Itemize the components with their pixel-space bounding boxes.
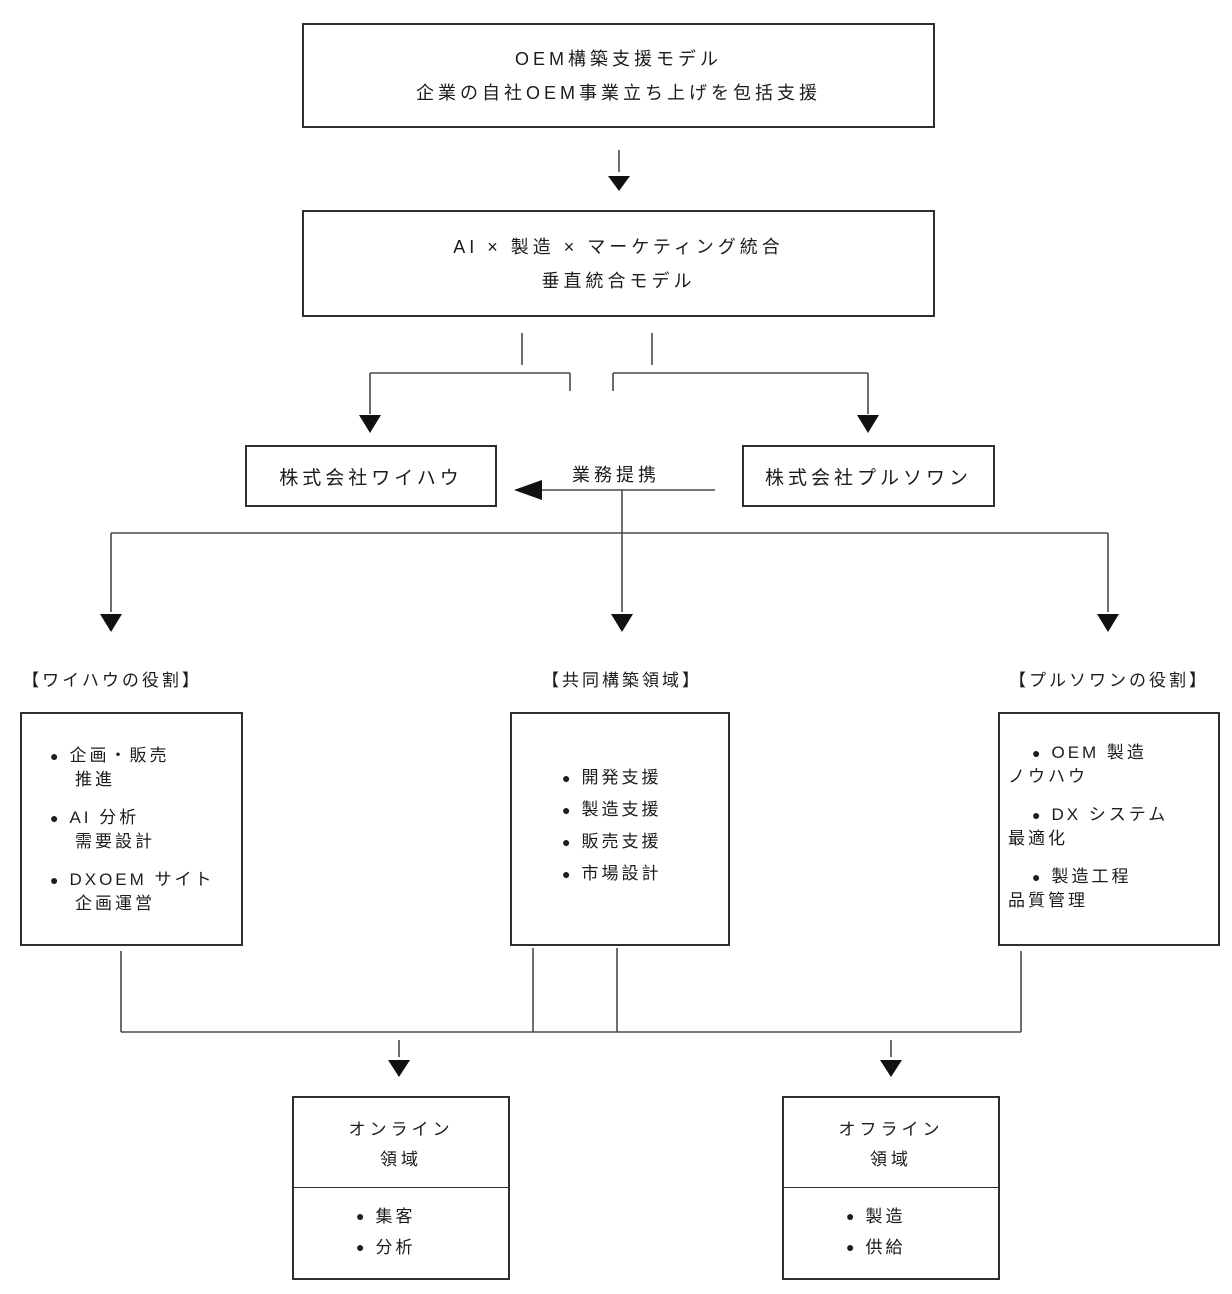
arrowheads xyxy=(100,176,1119,1077)
oem-support-model-title: OEM構築支援モデル xyxy=(514,48,722,69)
role-item-text: 製造支援 xyxy=(581,800,662,819)
arrow-down-icon xyxy=(100,614,122,632)
role-box-joint: ● 開発支援 ● 製造支援 ● 販売支援 ● 市場設計 xyxy=(510,712,730,946)
list-item-text: 製造 xyxy=(865,1207,906,1226)
list-item-text: 供給 xyxy=(865,1238,906,1257)
integration-subtitle: 垂直統合モデル xyxy=(541,270,696,291)
arrow-down-icon xyxy=(880,1060,902,1077)
role-item-text: 企画・販売 xyxy=(69,746,170,765)
company-box-waihau: 株式会社ワイハウ xyxy=(245,445,497,507)
list-item-text: 集客 xyxy=(375,1207,416,1226)
role-item-subtext: 需要設計 xyxy=(75,832,155,851)
bullet-icon: ● xyxy=(562,770,571,786)
bullet-icon: ● xyxy=(846,1239,855,1255)
bullet-icon: ● xyxy=(562,866,571,882)
bullet-icon: ● xyxy=(356,1208,365,1224)
bullet-icon: ● xyxy=(1032,869,1041,885)
list-item: ● 供給 xyxy=(846,1232,998,1263)
oem-support-model-subtitle: 企業の自社OEM事業立ち上げを包括支援 xyxy=(416,82,821,103)
role-item-subtext: 推進 xyxy=(75,770,115,789)
role-item-text: 市場設計 xyxy=(581,864,662,883)
arrow-down-icon xyxy=(1097,614,1119,632)
role-item-subtext: 最適化 xyxy=(1008,829,1068,848)
role-item-text: DXOEM サイト xyxy=(69,870,215,889)
role-item: ● AI 分析 xyxy=(22,806,241,830)
arrow-left-icon xyxy=(514,480,542,500)
offline-title-line1: オフライン xyxy=(838,1120,944,1139)
role-item-text: OEM 製造 xyxy=(1051,743,1147,762)
section-label-waihau-role: 【ワイハウの役割】 xyxy=(22,671,202,690)
role-item-text: 販売支援 xyxy=(581,832,662,851)
role-item-subtext: 品質管理 xyxy=(1008,891,1088,910)
bullet-icon: ● xyxy=(562,802,571,818)
role-item-text: DX システム xyxy=(1051,805,1169,824)
role-item: ● DXOEM サイト xyxy=(22,868,241,892)
role-item-subtext: ノウハウ xyxy=(1008,767,1088,786)
arrow-down-icon xyxy=(608,176,630,191)
role-item: ● 製造工程 xyxy=(1000,865,1218,889)
role-item-text: 開発支援 xyxy=(581,768,662,787)
company-name-waihau: 株式会社ワイハウ xyxy=(279,467,463,489)
role-box-pursowan: ● OEM 製造 ノウハウ ● DX システム 最適化 ● 製造工程 品質管理 xyxy=(998,712,1220,946)
section-label-joint-area: 【共同構築領域】 xyxy=(542,671,702,690)
arrow-down-icon xyxy=(359,415,381,433)
role-item: ● DX システム xyxy=(1000,803,1218,827)
bullet-icon: ● xyxy=(50,872,59,888)
role-box-waihau: ● 企画・販売 推進 ● AI 分析 需要設計 ● DXOEM サイト 企画運営 xyxy=(20,712,243,946)
online-area-items: ● 集客 ● 分析 xyxy=(294,1188,508,1263)
integration-title: AI × 製造 × マーケティング統合 xyxy=(453,236,784,257)
bullet-icon: ● xyxy=(562,834,571,850)
offline-area-title: オフライン 領域 xyxy=(784,1098,998,1188)
arrow-down-icon xyxy=(388,1060,410,1077)
online-area-box: オンライン 領域 ● 集客 ● 分析 xyxy=(292,1096,510,1280)
vertical-integration-model-box: AI × 製造 × マーケティング統合 垂直統合モデル xyxy=(302,210,935,317)
role-item-text: 製造工程 xyxy=(1051,867,1132,886)
bullet-icon: ● xyxy=(50,748,59,764)
list-item-text: 分析 xyxy=(375,1238,416,1257)
company-name-pursowan: 株式会社プルソワン xyxy=(764,467,972,489)
role-item: ● 販売支援 xyxy=(512,830,728,854)
offline-area-box: オフライン 領域 ● 製造 ● 供給 xyxy=(782,1096,1000,1280)
partnership-label: 業務提携 xyxy=(572,465,660,485)
role-item: ● 企画・販売 xyxy=(22,744,241,768)
list-item: ● 製造 xyxy=(846,1201,998,1232)
role-item-text: AI 分析 xyxy=(69,808,140,827)
bullet-icon: ● xyxy=(1032,807,1041,823)
arrow-down-icon xyxy=(611,614,633,632)
list-item: ● 集客 xyxy=(356,1201,508,1232)
section-label-pursowan-role: 【プルソワンの役割】 xyxy=(1009,671,1209,690)
role-item: ● OEM 製造 xyxy=(1000,741,1218,765)
online-title-line1: オンライン xyxy=(348,1120,454,1139)
role-item-subtext: 企画運営 xyxy=(75,894,155,913)
list-item: ● 分析 xyxy=(356,1232,508,1263)
offline-area-items: ● 製造 ● 供給 xyxy=(784,1188,998,1263)
oem-support-model-box: OEM構築支援モデル 企業の自社OEM事業立ち上げを包括支援 xyxy=(302,23,935,128)
bullet-icon: ● xyxy=(1032,745,1041,761)
connector-strokes xyxy=(110,150,1109,1057)
role-item: ● 製造支援 xyxy=(512,798,728,822)
company-box-pursowan: 株式会社プルソワン xyxy=(742,445,995,507)
bullet-icon: ● xyxy=(846,1208,855,1224)
role-item: ● 開発支援 xyxy=(512,766,728,790)
offline-title-line2: 領域 xyxy=(870,1150,912,1169)
online-title-line2: 領域 xyxy=(380,1150,422,1169)
online-area-title: オンライン 領域 xyxy=(294,1098,508,1188)
bullet-icon: ● xyxy=(356,1239,365,1255)
arrow-down-icon xyxy=(857,415,879,433)
bullet-icon: ● xyxy=(50,810,59,826)
role-item: ● 市場設計 xyxy=(512,862,728,886)
